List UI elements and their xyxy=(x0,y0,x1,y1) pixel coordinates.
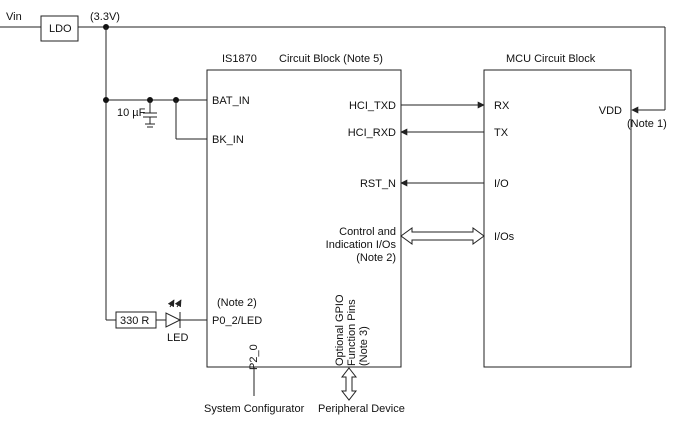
is1870-title: IS1870 xyxy=(222,53,257,65)
pin-hci-txd: HCI_TXD xyxy=(349,100,396,112)
resistor-label: 330 R xyxy=(120,315,149,327)
is1870-subtitle: Circuit Block (Note 5) xyxy=(279,53,383,65)
pin-p0-2-led: P0_2/LED xyxy=(212,315,262,327)
is1870-block xyxy=(206,69,402,368)
peripheral-device-label: Peripheral Device xyxy=(318,403,405,415)
vin-label: Vin xyxy=(6,11,22,23)
led-symbol xyxy=(165,299,182,328)
control-label-2: Indication I/Os xyxy=(326,239,397,251)
pin-ios: I/Os xyxy=(494,231,515,243)
capacitor-symbol xyxy=(143,100,157,128)
led-label: LED xyxy=(167,332,188,344)
pin-rst-n: RST_N xyxy=(360,178,396,190)
capacitor-label: 10 µF xyxy=(117,107,146,119)
gpio-label-3: (Note 3) xyxy=(358,326,370,366)
gpio-label-1: Optional GPIO xyxy=(334,294,346,366)
control-label-1: Control and xyxy=(339,226,396,238)
system-configurator-label: System Configurator xyxy=(204,403,305,415)
junction-dot xyxy=(103,97,109,103)
pin-bk-in: BK_IN xyxy=(212,134,244,146)
pin-vdd: VDD xyxy=(599,105,622,117)
pin-io: I/O xyxy=(494,178,509,190)
bidirectional-io-arrow xyxy=(400,227,485,245)
note2-label: (Note 2) xyxy=(217,297,257,309)
ldo-box xyxy=(40,15,79,42)
mcu-block xyxy=(483,69,632,368)
pin-bat-in: BAT_IN xyxy=(212,95,250,107)
pin-p2-0: P2_0 xyxy=(248,344,260,370)
control-label-3: (Note 2) xyxy=(356,252,396,264)
peripheral-arrow xyxy=(340,367,358,401)
voltage-label: (3.3V) xyxy=(90,11,120,23)
mcu-title: MCU Circuit Block xyxy=(506,53,596,65)
gpio-label-2: Function Pins xyxy=(346,299,358,366)
ldo-label: LDO xyxy=(49,23,72,35)
pin-tx: TX xyxy=(494,127,509,139)
pin-rx: RX xyxy=(494,100,510,112)
note1-label: (Note 1) xyxy=(627,118,667,130)
pin-hci-rxd: HCI_RXD xyxy=(348,127,396,139)
